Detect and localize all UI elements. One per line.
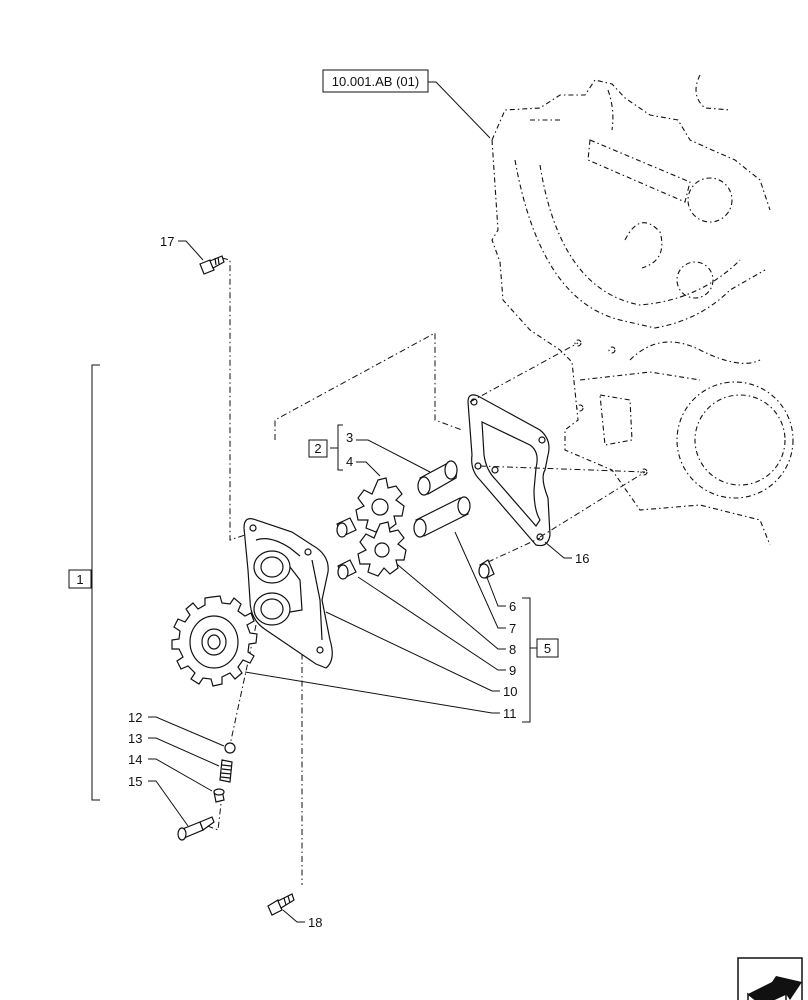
bracket-5 xyxy=(522,597,531,723)
drive-shaft[interactable] xyxy=(413,496,471,538)
callout-10: 10 xyxy=(503,684,517,699)
callout-8: 8 xyxy=(509,642,516,657)
next-page-arrow-icon[interactable] xyxy=(737,957,803,1000)
callout-13: 13 xyxy=(128,731,142,746)
callout-4: 4 xyxy=(346,454,353,469)
plug-bolt[interactable] xyxy=(177,816,215,841)
alignment-line xyxy=(221,257,261,541)
callout-15: 15 xyxy=(128,774,142,789)
small-bushing-upper[interactable] xyxy=(336,517,357,538)
callout-1: 1 xyxy=(76,572,83,587)
reference-label-box[interactable]: 10.001.AB (01) xyxy=(322,69,429,93)
callout-2: 2 xyxy=(314,441,321,456)
alignment-line xyxy=(539,471,646,538)
small-bushing-lower[interactable] xyxy=(337,559,357,580)
oil-pump-housing[interactable] xyxy=(243,518,333,669)
alignment-line xyxy=(487,537,541,563)
spring[interactable] xyxy=(219,759,233,783)
bracket-1 xyxy=(91,364,100,801)
reference-label: 10.001.AB (01) xyxy=(332,74,419,89)
alignment-line xyxy=(204,794,223,831)
callout-5: 5 xyxy=(544,641,551,656)
idler-shaft[interactable] xyxy=(417,460,458,496)
bolt-17[interactable] xyxy=(199,255,225,275)
callout-box-2 xyxy=(308,439,328,458)
callout-11: 11 xyxy=(503,706,517,721)
callout-16: 16 xyxy=(575,551,589,566)
alignment-line xyxy=(469,342,579,403)
callout-14: 14 xyxy=(128,752,142,767)
callout-17: 17 xyxy=(160,234,174,249)
rotor-gear-lower[interactable] xyxy=(357,521,407,577)
engine-block-outline xyxy=(491,74,794,546)
alignment-line xyxy=(479,465,646,473)
callout-7: 7 xyxy=(509,621,516,636)
bushing[interactable] xyxy=(478,559,495,579)
circlip[interactable] xyxy=(224,742,236,754)
relief-valve-plunger[interactable] xyxy=(213,788,225,803)
callout-12: 12 xyxy=(128,710,142,725)
pump-drive-gear[interactable] xyxy=(171,595,258,687)
callout-box-1 xyxy=(68,569,92,589)
callout-18: 18 xyxy=(308,915,322,930)
gasket[interactable] xyxy=(467,394,551,547)
alignment-line xyxy=(274,332,463,440)
callout-3: 3 xyxy=(346,430,353,445)
callout-6: 6 xyxy=(509,599,516,614)
callout-9: 9 xyxy=(509,663,516,678)
bolt-18[interactable] xyxy=(267,893,295,916)
